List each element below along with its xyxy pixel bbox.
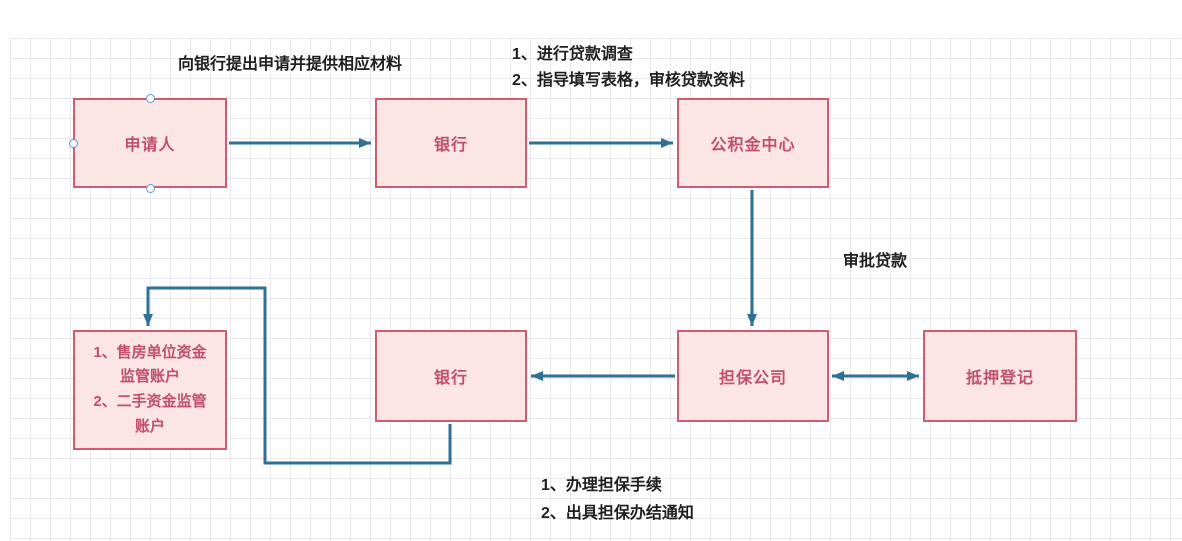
node-fund-center[interactable]: 公积金中心 bbox=[677, 98, 829, 188]
annotation-approve-note[interactable]: 审批贷款 bbox=[843, 253, 908, 270]
annotation-apply-note[interactable]: 向银行提出申请并提供相应材料 bbox=[178, 56, 403, 73]
annotation-guarantee-steps-line2: 2、出具担保办结通知 bbox=[541, 505, 694, 522]
selection-handle-bottom[interactable] bbox=[145, 183, 155, 193]
node-bank-bottom[interactable]: 银行 bbox=[375, 330, 527, 422]
annotation-guarantee-steps[interactable]: 1、办理担保手续 2、出具担保办结通知 bbox=[541, 472, 694, 528]
canvas-margin-top bbox=[0, 0, 1182, 38]
selection-handle-left[interactable] bbox=[68, 138, 78, 148]
annotation-loan-steps-line1: 1、进行贷款调查 bbox=[512, 46, 633, 63]
canvas-margin-left bbox=[0, 0, 10, 541]
node-guarantee-company[interactable]: 担保公司 bbox=[677, 330, 829, 422]
annotation-loan-steps[interactable]: 1、进行贷款调查 2、指导填写表格，审核贷款资料 bbox=[512, 42, 745, 94]
node-supervision-accounts[interactable]: 1、售房单位资金 监管账户 2、二手资金监管 账户 bbox=[73, 330, 227, 450]
annotation-guarantee-steps-line1: 1、办理担保手续 bbox=[541, 477, 662, 494]
annotation-loan-steps-line2: 2、指导填写表格，审核贷款资料 bbox=[512, 72, 745, 89]
selection-handle-top[interactable] bbox=[145, 93, 155, 103]
node-applicant[interactable]: 申请人 bbox=[73, 98, 227, 188]
node-bank-top[interactable]: 银行 bbox=[375, 98, 527, 188]
node-mortgage-registration[interactable]: 抵押登记 bbox=[923, 330, 1077, 422]
